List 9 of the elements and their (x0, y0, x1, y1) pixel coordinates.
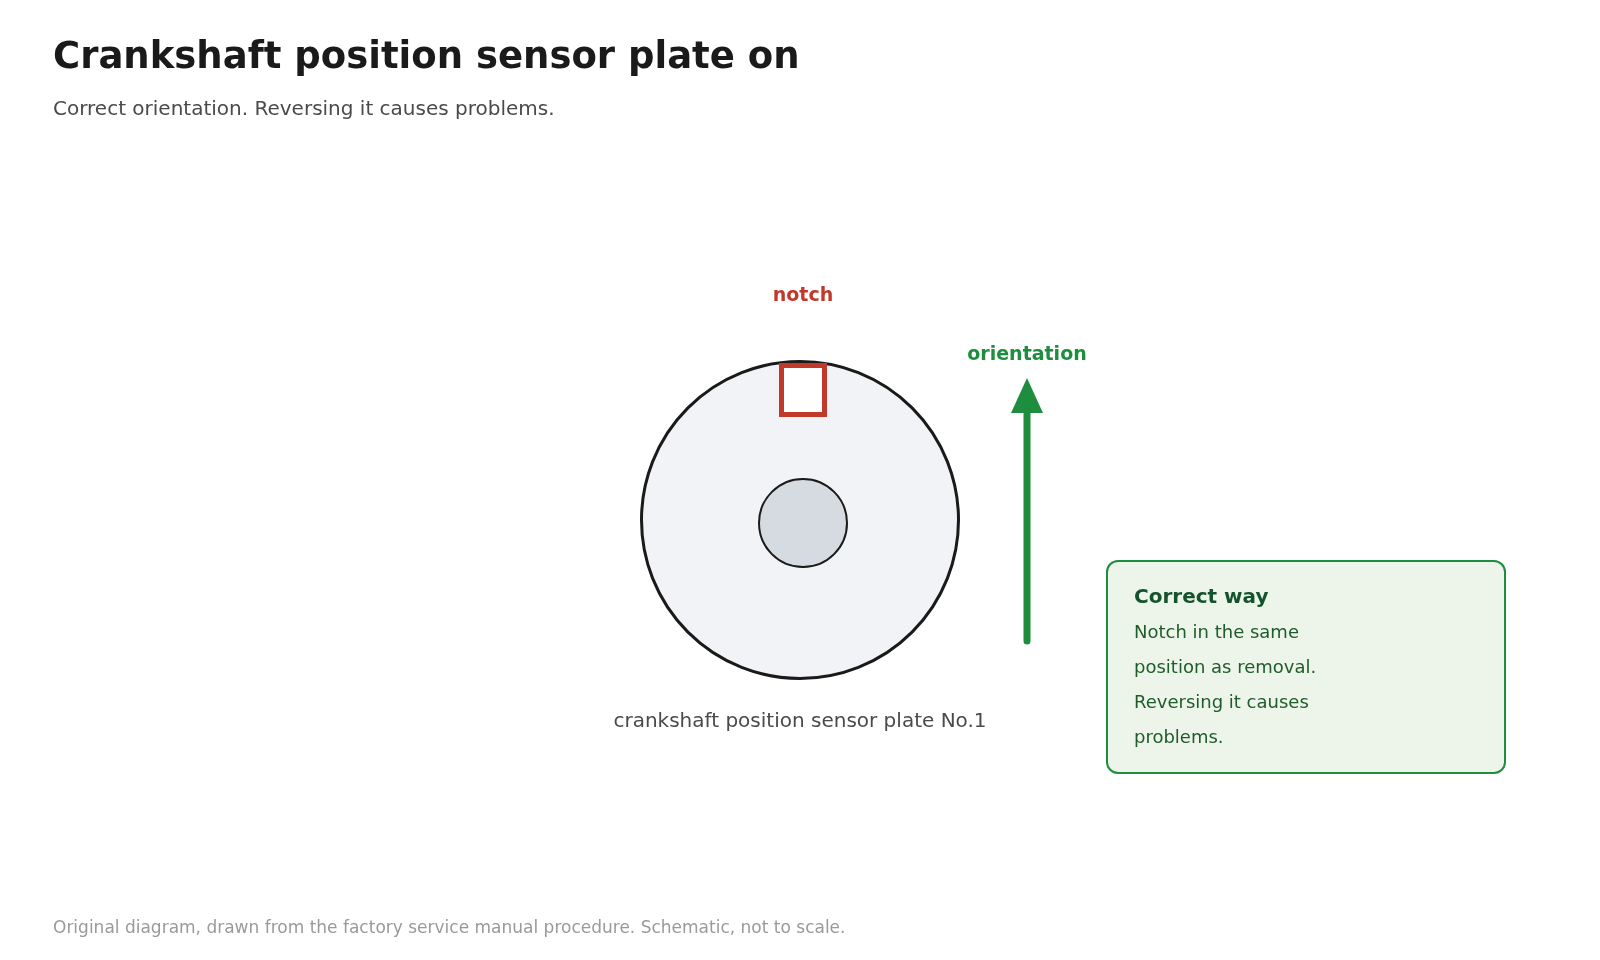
callout-box (1106, 560, 1506, 774)
callout-heading: Correct way (1134, 584, 1270, 608)
part-label: crankshaft position sensor plate No.1 (612, 708, 988, 732)
footer-note: Original diagram, drawn from the factory service manual procedure. Schematic, not to scale. (53, 917, 846, 937)
subtitle: Correct orientation. Reversing it causes problems. (53, 96, 555, 120)
title: Crankshaft position sensor plate on (53, 34, 800, 77)
callout-text: Notch in the same position as removal. Reversing it causes problems. (1134, 620, 1318, 749)
notch-label: notch (771, 283, 835, 305)
arrow-label: orientation (966, 342, 1088, 364)
